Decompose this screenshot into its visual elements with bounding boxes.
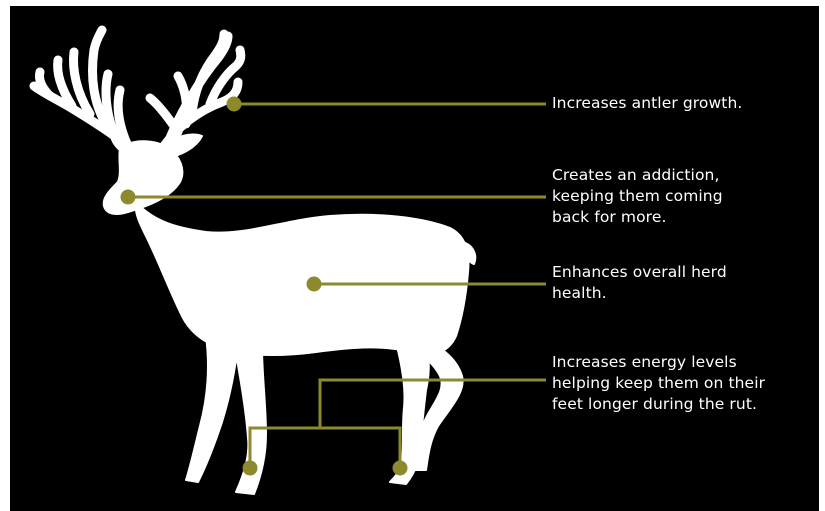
callout-energy-line-3: feet longer during the rut. xyxy=(552,394,765,415)
deer-front-leg-left xyxy=(186,336,238,482)
callout-health-line-2: health. xyxy=(552,283,727,304)
callout-antler: Increases antler growth. xyxy=(552,93,742,114)
left-antler xyxy=(34,30,128,146)
connector-energy xyxy=(250,380,546,468)
callout-addiction-line-2: keeping them coming xyxy=(552,186,723,207)
marker-antler xyxy=(227,97,242,112)
right-antler xyxy=(150,34,241,146)
callout-energy-line-1: Increases energy levels xyxy=(552,352,765,373)
connector-energy-branch xyxy=(320,428,400,468)
deer-silhouette xyxy=(34,30,475,494)
callout-health: Enhances overall herd health. xyxy=(552,262,727,304)
callout-antler-line: Increases antler growth. xyxy=(552,93,742,114)
diagram-panel: Increases antler growth. Creates an addi… xyxy=(10,6,819,511)
callout-addiction-line-3: back for more. xyxy=(552,207,723,228)
callout-energy-line-2: helping keep them on their xyxy=(552,373,765,394)
callout-addiction-line-1: Creates an addiction, xyxy=(552,165,723,186)
marker-hind-hoof xyxy=(393,461,408,476)
marker-front-hoof xyxy=(243,461,258,476)
callout-addiction: Creates an addiction, keeping them comin… xyxy=(552,165,723,228)
deer-body xyxy=(136,202,469,355)
callout-health-line-1: Enhances overall herd xyxy=(552,262,727,283)
deer-diagram xyxy=(10,6,819,511)
callout-energy: Increases energy levels helping keep the… xyxy=(552,352,765,415)
marker-addiction xyxy=(121,190,136,205)
marker-health xyxy=(307,277,322,292)
